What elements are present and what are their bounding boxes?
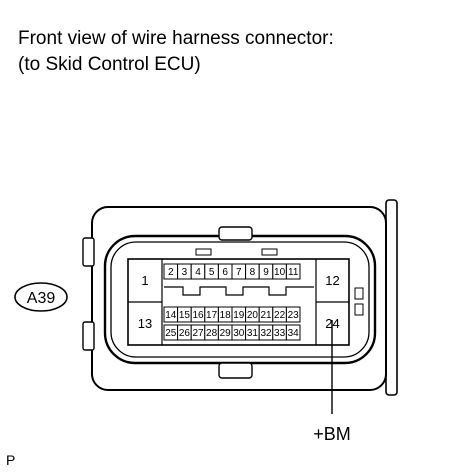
pin-label-14: 14 — [165, 310, 177, 321]
pin-label-5: 5 — [209, 267, 215, 278]
terminal-label: +BM — [313, 424, 351, 444]
pin-label-17: 17 — [206, 310, 218, 321]
polarity-mark-lower — [354, 303, 364, 316]
connector-left-clip-top — [82, 237, 95, 267]
pin-label-27: 27 — [192, 328, 204, 339]
key-bump-left — [195, 248, 212, 256]
pin-label-6: 6 — [222, 267, 228, 278]
pin-label-25: 25 — [165, 328, 177, 339]
pin-label-8: 8 — [250, 267, 256, 278]
pin-label-13: 13 — [138, 316, 152, 331]
pin-label-12: 12 — [325, 273, 339, 288]
pin-label-33: 33 — [274, 328, 286, 339]
pin-label-19: 19 — [233, 310, 245, 321]
connector-hood-inner — [110, 241, 370, 358]
pin-label-2: 2 — [168, 267, 174, 278]
pin-label-1: 1 — [141, 273, 148, 288]
caption-line-2: (to Skid Control ECU) — [18, 54, 201, 75]
pin-label-26: 26 — [179, 328, 191, 339]
pin-label-20: 20 — [247, 310, 259, 321]
pin-label-29: 29 — [220, 328, 232, 339]
pin-cavity-11 — [285, 263, 301, 280]
pin-cavity-34 — [285, 324, 301, 341]
pin-label-15: 15 — [179, 310, 191, 321]
pin-label-30: 30 — [233, 328, 245, 339]
key-bump-right — [261, 248, 278, 256]
pin-label-34: 34 — [288, 328, 300, 339]
pin-label-31: 31 — [247, 328, 259, 339]
connector-left-clip-bottom — [82, 321, 95, 351]
connector-side-rail — [385, 199, 398, 396]
pin-label-4: 4 — [195, 267, 201, 278]
polarity-mark-upper — [354, 287, 364, 300]
pin-label-22: 22 — [274, 310, 286, 321]
pin-cavity-23 — [285, 306, 301, 323]
connector-code-badge — [14, 282, 68, 312]
pin-label-16: 16 — [192, 310, 204, 321]
connector-latch-bottom — [218, 362, 253, 379]
divider-rib — [164, 286, 314, 296]
pin-label-18: 18 — [220, 310, 232, 321]
connector-hood-outer — [103, 234, 377, 365]
pin-label-32: 32 — [260, 328, 272, 339]
pin-label-28: 28 — [206, 328, 218, 339]
pin-label-3: 3 — [182, 267, 188, 278]
pin-label-11: 11 — [288, 267, 299, 278]
connector-code: A39 — [27, 290, 56, 307]
footer-mark: P — [6, 452, 16, 468]
pin-label-21: 21 — [260, 310, 272, 321]
pin-label-23: 23 — [288, 310, 300, 321]
pin-label-7: 7 — [236, 267, 242, 278]
connector-latch-top — [218, 226, 253, 241]
pin-label-9: 9 — [263, 267, 269, 278]
pin-label-10: 10 — [274, 267, 286, 278]
terminal-pins: 1121324234567891011141516171819202122232… — [138, 263, 340, 341]
caption-line-1: Front view of wire harness connector: — [18, 28, 334, 49]
